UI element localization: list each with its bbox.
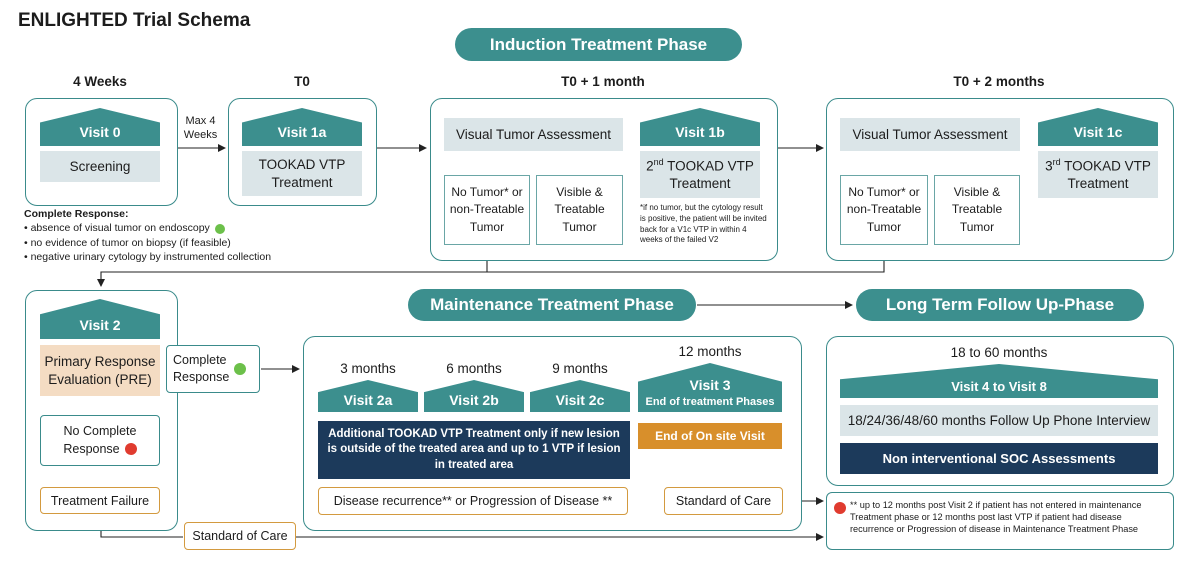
col-label-t0-1-month: T0 + 1 month [561,74,645,89]
visual-assessment-1b: Visual Tumor Assessment [444,118,623,151]
col-label-4-weeks: 4 Weeks [73,74,127,89]
phase-induction: Induction Treatment Phase [455,28,742,61]
green-dot-icon [214,223,225,234]
no-complete-response-box: No Complete Response [40,415,160,466]
standard-of-care-maintenance: Standard of Care [664,487,783,515]
col-label-t0-2-months: T0 + 2 months [953,74,1045,89]
follow-up-months: 18 to 60 months [950,345,1048,360]
soc-assessments-box: Non interventional SOC Assessments [840,443,1158,474]
no-complete-response-text: No Complete Response [63,424,137,456]
diagram-title: ENLIGHTED Trial Schema [18,10,251,31]
complete-response-heading: Complete Response: [24,208,129,220]
phase-follow-up: Long Term Follow Up-Phase [856,289,1144,321]
third-tookad-text: 3rd TOOKAD VTP Treatment [1045,156,1151,191]
month-9: 9 months [552,361,608,376]
cr-item: • no evidence of tumor on biopsy (if fea… [24,236,231,249]
complete-response-list: • absence of visual tumor on endoscopy •… [24,221,324,264]
complete-response-definition: Complete Response: • absence of visual t… [24,207,324,265]
footnote-panel [826,492,1174,550]
screening-box: Screening [40,151,160,182]
month-3: 3 months [340,361,396,376]
no-tumor-box-1c: No Tumor* or non-Treatable Tumor [840,175,928,245]
follow-up-phone-box: 18/24/36/48/60 months Follow Up Phone In… [840,405,1158,436]
additional-tookad-box: Additional TOOKAD VTP Treatment only if … [318,421,630,479]
bottom-footnote: ** up to 12 months post Visit 2 if patie… [850,500,1142,534]
month-6: 6 months [446,361,502,376]
red-dot-icon [124,443,137,456]
phase-maintenance: Maintenance Treatment Phase [408,289,696,321]
visual-assessment-1c: Visual Tumor Assessment [840,118,1020,151]
no-tumor-box-1b: No Tumor* or non-Treatable Tumor [444,175,530,245]
second-tookad-text: 2nd TOOKAD VTP Treatment [646,156,754,191]
standard-of-care-bottom: Standard of Care [184,522,296,550]
recurrence-box: Disease recurrence** or Progression of D… [318,487,628,515]
month-12: 12 months [678,344,742,359]
pre-box: Primary Response Evaluation (PRE) [40,345,160,396]
visible-treatable-box-1c: Visible & Treatable Tumor [934,175,1020,245]
red-dot-icon [834,502,846,514]
cr-item: • negative urinary cytology by instrumen… [24,251,272,264]
treatment-failure-box: Treatment Failure [40,487,160,514]
second-tookad-box: 2nd TOOKAD VTP Treatment [640,151,760,198]
third-tookad-box: 3rd TOOKAD VTP Treatment [1038,151,1158,198]
visit2b-header: Visit 2b [424,380,524,412]
cr-item: • absence of visual tumor on endoscopy [24,221,324,235]
col-label-t0: T0 [294,74,310,89]
visible-treatable-box-1b: Visible & Treatable Tumor [536,175,623,245]
end-onsite-box: End of On site Visit [638,423,782,449]
max-weeks-label: Max 4 Weeks [183,115,218,142]
complete-response-text: Complete Response [173,352,230,385]
green-dot-icon [234,363,246,375]
visit1b-footnote: *if no tumor, but the cytology result is… [640,203,767,245]
tookad-vtp-box: TOOKAD VTP Treatment [242,151,362,196]
complete-response-box: Complete Response [166,345,260,393]
visit3-label: Visit 3 [689,376,731,393]
visit3-sub: End of treatment Phases [645,395,775,408]
